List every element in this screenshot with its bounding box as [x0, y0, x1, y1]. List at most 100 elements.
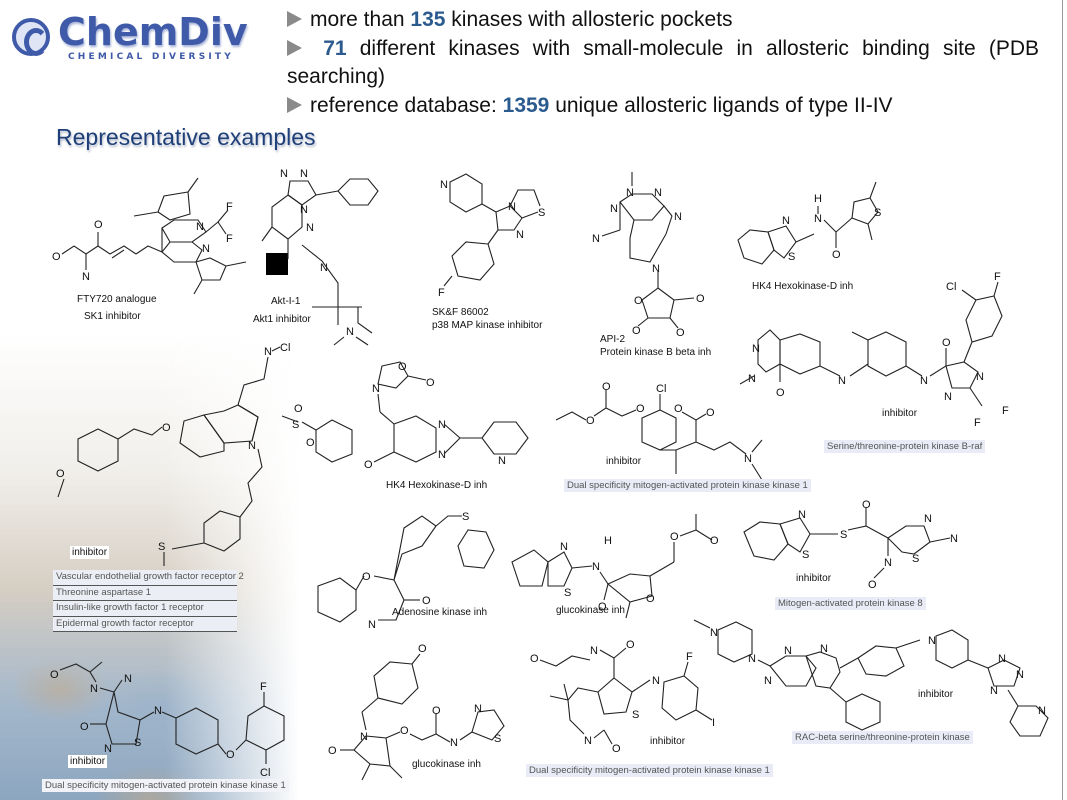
- svg-text:O: O: [94, 219, 103, 231]
- compound-activity: p38 MAP kinase inhibitor: [432, 320, 543, 331]
- svg-text:N: N: [626, 187, 634, 199]
- bullet-text: different kinases with small-molecule in…: [287, 36, 1039, 89]
- svg-text:O: O: [50, 669, 59, 681]
- svg-text:N: N: [440, 179, 448, 191]
- svg-text:N: N: [798, 509, 806, 521]
- svg-text:S: S: [564, 587, 571, 599]
- svg-text:Cl: Cl: [656, 383, 666, 395]
- compound-activity: inhibitor: [68, 755, 108, 768]
- svg-text:O: O: [602, 381, 611, 393]
- compound-name: API-2: [600, 334, 626, 345]
- compound-activity: inhibitor: [70, 546, 110, 559]
- svg-text:S: S: [292, 419, 299, 431]
- svg-text:O: O: [674, 403, 683, 415]
- svg-text:O: O: [706, 407, 715, 419]
- svg-text:N: N: [920, 375, 928, 387]
- bullet-kinases-pockets: more than 135 kinases with allosteric po…: [287, 6, 1039, 35]
- svg-text:N: N: [924, 513, 932, 525]
- svg-text:N: N: [820, 643, 828, 655]
- svg-text:O: O: [636, 403, 645, 415]
- svg-text:O: O: [832, 249, 841, 261]
- svg-text:N: N: [814, 213, 822, 225]
- compound-activity: HK4 Hexokinase-D inh: [386, 480, 488, 491]
- svg-text:O: O: [364, 459, 373, 471]
- svg-text:N: N: [590, 645, 598, 657]
- target-tag: Dual specificity mitogen-activated prote…: [42, 779, 289, 792]
- svg-text:N: N: [610, 203, 618, 215]
- svg-text:N: N: [744, 453, 752, 465]
- bullet-number: 1359: [502, 93, 550, 117]
- compound-activity: Adenosine kinase inh: [392, 607, 488, 618]
- svg-text:N: N: [300, 204, 308, 216]
- compound-activity: SK1 inhibitor: [84, 311, 141, 322]
- svg-text:N: N: [560, 541, 568, 553]
- svg-text:N: N: [654, 187, 662, 199]
- triangle-right-icon: [287, 39, 302, 56]
- svg-text:F: F: [226, 233, 233, 245]
- svg-text:S: S: [632, 709, 639, 721]
- svg-text:N: N: [104, 743, 112, 755]
- svg-text:F: F: [438, 287, 445, 299]
- structure-benzoxazepine: O O N S: [298, 500, 498, 635]
- svg-text:O: O: [634, 295, 643, 307]
- svg-text:S: S: [788, 251, 795, 263]
- svg-text:O: O: [676, 327, 685, 339]
- svg-text:N: N: [516, 229, 524, 241]
- compound-activity: inhibitor: [606, 456, 642, 467]
- svg-text:N: N: [368, 619, 376, 631]
- svg-text:N: N: [710, 627, 718, 639]
- target-list: Vascular endothelial growth factor recep…: [53, 570, 244, 632]
- target-tag: RAC-beta serine/threonine-protein kinase: [792, 731, 973, 744]
- svg-text:N: N: [372, 383, 380, 395]
- svg-text:N: N: [998, 653, 1006, 665]
- target-item: Threonine aspartase 1: [53, 585, 237, 601]
- bullet-number: 135: [410, 8, 446, 31]
- svg-text:O: O: [646, 593, 655, 605]
- svg-text:S: S: [134, 737, 141, 749]
- svg-text:N: N: [592, 233, 600, 245]
- compound-name: Akt-I-1: [271, 296, 301, 307]
- svg-text:F: F: [994, 271, 1001, 283]
- svg-text:N: N: [280, 168, 288, 180]
- svg-text:O: O: [432, 705, 441, 717]
- svg-text:O: O: [426, 377, 435, 389]
- svg-text:N: N: [592, 561, 600, 573]
- structure-fty720-analogue: O N O N F F N: [50, 170, 260, 295]
- svg-text:F: F: [226, 201, 233, 213]
- svg-text:O: O: [670, 531, 679, 543]
- compound-activity: inhibitor: [796, 573, 832, 584]
- compound-activity: glucokinase inh: [412, 759, 481, 770]
- compound-activity: inhibitor: [882, 408, 918, 419]
- triangle-right-icon: [287, 11, 302, 27]
- bullet-text: unique allosteric ligands of type II-IV: [549, 93, 893, 117]
- svg-text:N: N: [584, 735, 592, 747]
- svg-text:N: N: [652, 675, 660, 687]
- svg-text:N: N: [450, 737, 458, 749]
- compound-activity: inhibitor: [650, 736, 686, 747]
- svg-text:O: O: [400, 725, 409, 737]
- svg-text:S: S: [462, 511, 469, 523]
- key-facts-list: more than 135 kinases with allosteric po…: [287, 6, 1039, 120]
- svg-text:I: I: [712, 717, 715, 729]
- svg-text:O: O: [362, 571, 371, 583]
- bullet-text: [310, 37, 323, 60]
- svg-text:S: S: [874, 207, 881, 219]
- compound-name: FTY720 analogue: [77, 294, 157, 305]
- svg-text:N: N: [674, 211, 682, 223]
- svg-text:N: N: [652, 263, 660, 275]
- svg-text:O: O: [626, 639, 635, 651]
- svg-text:O: O: [598, 601, 607, 613]
- svg-text:O: O: [868, 579, 877, 591]
- svg-text:O: O: [56, 468, 65, 480]
- svg-text:Cl: Cl: [260, 767, 270, 779]
- svg-text:O: O: [418, 643, 427, 655]
- svg-text:N: N: [474, 703, 482, 715]
- svg-text:N: N: [300, 168, 308, 180]
- svg-text:O: O: [80, 721, 89, 733]
- svg-text:S: S: [840, 529, 847, 541]
- svg-text:F: F: [974, 417, 981, 429]
